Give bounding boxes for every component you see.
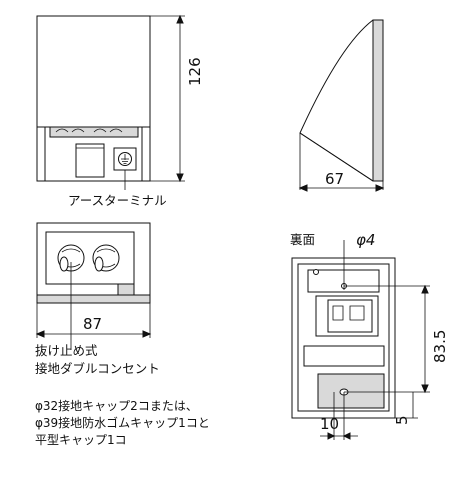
note-line-2: φ39接地防水ゴムキャップ1コと	[35, 416, 210, 430]
dim-835-arrows	[421, 284, 429, 394]
dim-10-arrows	[327, 432, 351, 440]
dim-126-arrows	[176, 14, 184, 183]
outlet-label-line2: 接地ダブルコンセント	[35, 361, 160, 376]
pitch-dimension-label: 83.5	[431, 329, 449, 363]
side-bottom-edge	[299, 132, 374, 182]
front-view	[36, 14, 185, 190]
outlet-slot-right	[94, 256, 104, 272]
back-terminal-screws	[332, 305, 365, 321]
back-bottom-panel	[317, 373, 385, 409]
horizontal-offset-label: 10	[320, 415, 340, 433]
hole-diameter-label: φ4	[356, 231, 376, 249]
front-receptacle-marks	[55, 128, 123, 133]
bottom-base-strip	[36, 294, 151, 304]
back-mid-panel	[303, 345, 385, 367]
back-small-hole	[313, 269, 319, 275]
back-top-panel	[307, 269, 380, 293]
outlet-slot-left	[59, 256, 69, 272]
front-terminal-block	[75, 143, 105, 178]
notes-block: φ32接地キャップ2コまたは、 φ39接地防水ゴムキャップ1コと 平型キャップ1…	[35, 398, 210, 449]
note-line-3: 平型キャップ1コ	[35, 433, 127, 447]
back-view	[291, 240, 430, 440]
vertical-offset-label: 5	[393, 415, 411, 425]
outlet-label-line1: 抜け止め式	[35, 343, 98, 358]
dim-87-arrows	[35, 330, 152, 338]
bottom-latch	[117, 283, 135, 296]
depth-dimension-label: 67	[325, 170, 345, 188]
side-body-outline	[299, 19, 384, 182]
earth-terminal-label: アースターミナル	[68, 193, 167, 208]
width-dimension-label: 87	[83, 315, 103, 333]
side-back-plate	[372, 19, 384, 182]
earth-symbol-icon	[121, 154, 129, 164]
dim-67-arrows	[298, 184, 385, 192]
bottom-view	[35, 222, 152, 350]
back-view-label: 裏面	[290, 232, 316, 247]
note-line-1: φ32接地キャップ2コまたは、	[35, 399, 198, 413]
height-dimension-label: 126	[186, 57, 204, 86]
side-view	[298, 19, 385, 192]
